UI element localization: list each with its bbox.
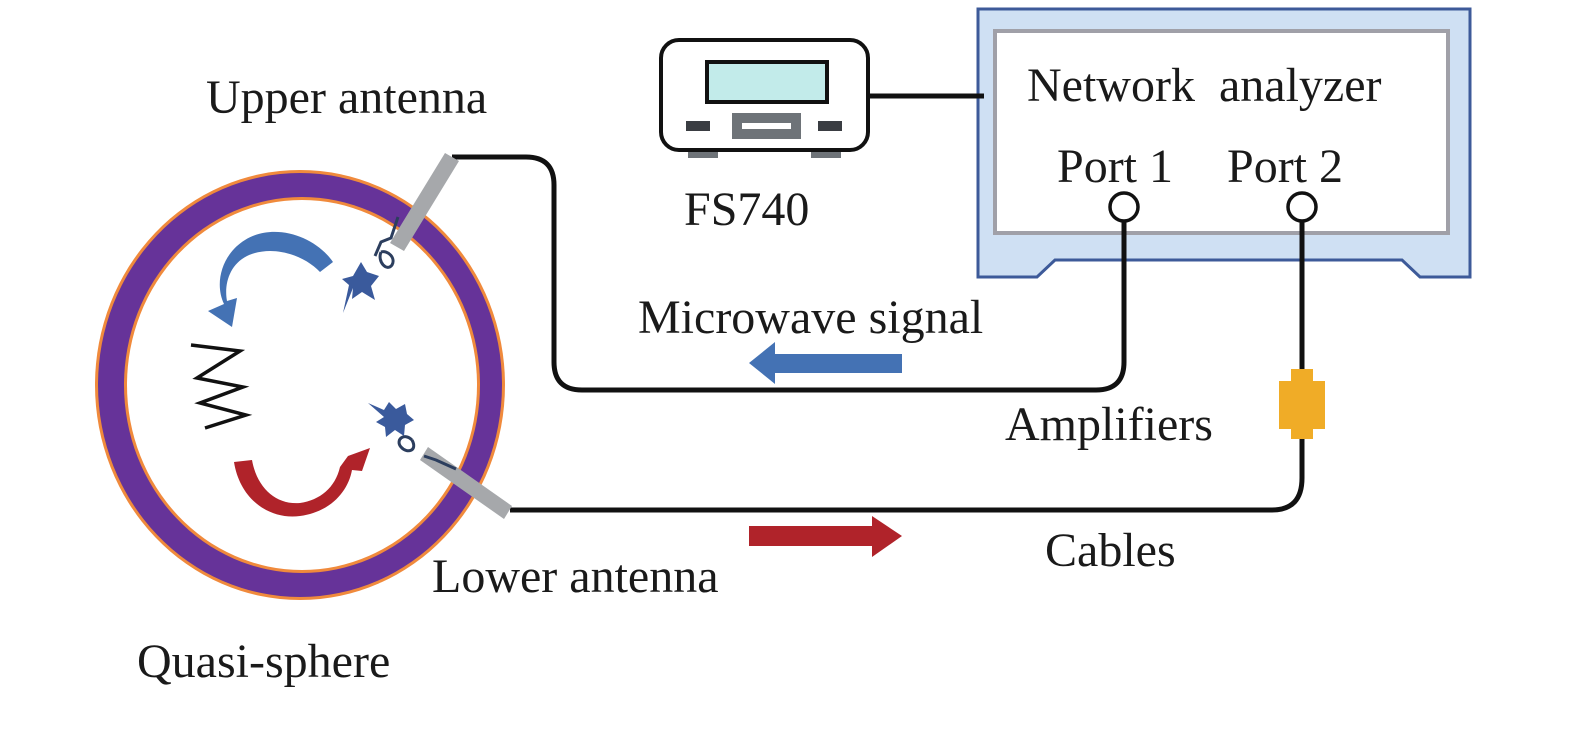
cables-label: Cables <box>1045 524 1176 577</box>
quasi-sphere-label: Quasi-sphere <box>137 635 390 688</box>
upper-antenna-label: Upper antenna <box>206 71 487 124</box>
fs740-foot-left <box>688 150 718 158</box>
lower-antenna-probe <box>397 435 457 471</box>
lower-antenna-body <box>420 447 512 519</box>
fs740-foot-right <box>811 150 841 158</box>
fs740-button-left <box>686 121 710 131</box>
loss-resistor-icon <box>190 343 253 430</box>
amplifier-to-lower-antenna-cable <box>510 436 1305 513</box>
microwave-signal-label: Microwave signal <box>638 291 983 344</box>
fs740-device: FS740 <box>659 38 870 236</box>
network-analyzer-label: Network analyzer <box>1027 59 1382 112</box>
amplifiers-label: Amplifiers <box>1005 398 1213 451</box>
outgoing-signal-arrow <box>749 516 902 557</box>
port1-to-upper-antenna-cable <box>452 154 1127 393</box>
sphere-interior <box>127 200 477 570</box>
port2-label: Port 2 <box>1227 140 1343 193</box>
red-curved-arrow-icon <box>234 448 370 517</box>
upper-antenna-probe <box>373 216 400 269</box>
fs740-slot-inner <box>742 123 791 129</box>
incoming-signal-arrow <box>749 342 902 384</box>
fs740-button-right <box>818 121 842 131</box>
network-analyzer: Network analyzer Port 1 Port 2 <box>976 7 1472 279</box>
blue-curved-arrow-icon <box>208 231 333 327</box>
port2-connector <box>1286 191 1318 223</box>
port1-label: Port 1 <box>1057 140 1173 193</box>
upper-antenna-body <box>390 153 459 251</box>
lower-antenna-label: Lower antenna <box>432 550 719 603</box>
port1-connector <box>1108 191 1140 223</box>
quasi-sphere <box>95 170 505 600</box>
upper-antenna-tip-icon <box>342 262 379 313</box>
fs740-label: FS740 <box>684 183 809 236</box>
amplifier-icon <box>1279 369 1325 439</box>
lower-antenna-tip-icon <box>368 402 414 437</box>
lower-antenna <box>368 402 512 519</box>
upper-antenna <box>342 153 459 313</box>
analyzer-screen <box>993 29 1450 235</box>
fs740-display <box>705 60 829 104</box>
